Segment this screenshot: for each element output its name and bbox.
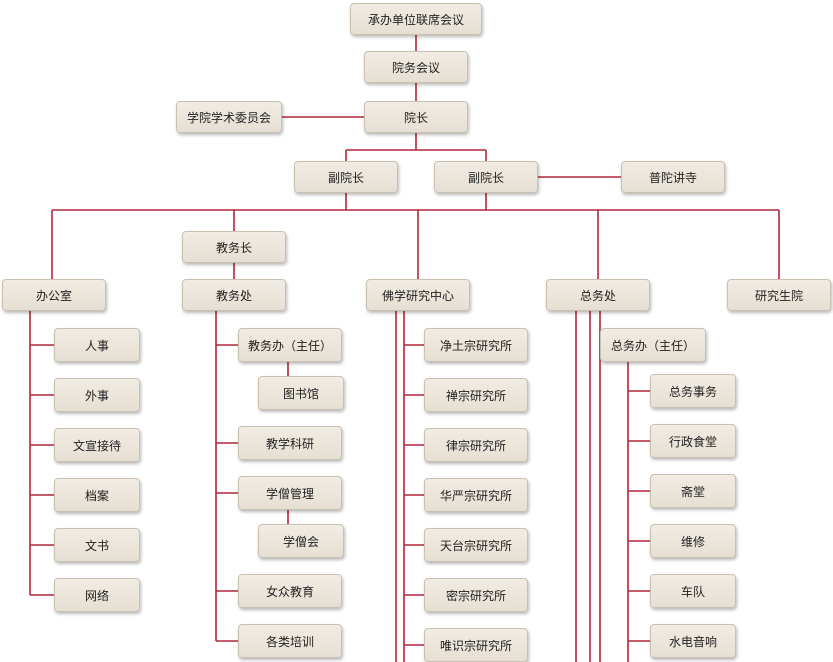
node-teaching-office: 教务处 [182, 279, 286, 311]
node-huayan-institute: 华严宗研究所 [424, 478, 528, 512]
node-lv-institute: 律宗研究所 [424, 428, 528, 462]
node-fleet: 车队 [650, 574, 736, 608]
node-affairs-meeting: 院务会议 [364, 51, 468, 83]
node-utilities: 水电音响 [650, 624, 736, 658]
node-teaching-research: 教学科研 [238, 426, 342, 460]
node-putuo-temple: 普陀讲寺 [621, 161, 725, 193]
node-secretary: 文书 [54, 528, 140, 562]
node-monk-union: 学僧会 [258, 524, 344, 558]
node-admin-canteen: 行政食堂 [650, 424, 736, 458]
node-repair: 维修 [650, 524, 736, 558]
node-general-admin: 总务办（主任） [600, 328, 706, 362]
node-chan-institute: 禅宗研究所 [424, 378, 528, 412]
node-office: 办公室 [2, 279, 106, 311]
node-vice-president-1: 副院长 [294, 161, 398, 193]
node-foreign-affairs: 外事 [54, 378, 140, 412]
node-general-affairs: 总务处 [546, 279, 650, 311]
node-library: 图书馆 [258, 376, 344, 410]
node-president: 院长 [364, 101, 468, 133]
node-monk-management: 学僧管理 [238, 476, 342, 510]
node-academic-committee: 学院学术委员会 [176, 101, 282, 133]
node-weishi-institute: 唯识宗研究所 [424, 628, 528, 662]
node-hr: 人事 [54, 328, 140, 362]
node-tiantai-institute: 天台宗研究所 [424, 528, 528, 562]
node-teaching-admin: 教务办（主任） [238, 328, 342, 362]
node-jingtu-institute: 净土宗研究所 [424, 328, 528, 362]
node-buddhist-research-center: 佛学研究中心 [366, 279, 470, 311]
node-training: 各类培训 [238, 624, 342, 658]
node-general-affairs-matters: 总务事务 [650, 374, 736, 408]
node-reception: 文宣接待 [54, 428, 140, 462]
node-mi-institute: 密宗研究所 [424, 578, 528, 612]
node-graduate-school: 研究生院 [727, 279, 831, 311]
node-vice-president-2: 副院长 [434, 161, 538, 193]
node-network: 网络 [54, 578, 140, 612]
node-women-education: 女众教育 [238, 574, 342, 608]
node-provost: 教务长 [182, 231, 286, 263]
node-joint-meeting: 承办单位联席会议 [350, 3, 482, 35]
node-archive: 档案 [54, 478, 140, 512]
node-zhaitang: 斋堂 [650, 474, 736, 508]
